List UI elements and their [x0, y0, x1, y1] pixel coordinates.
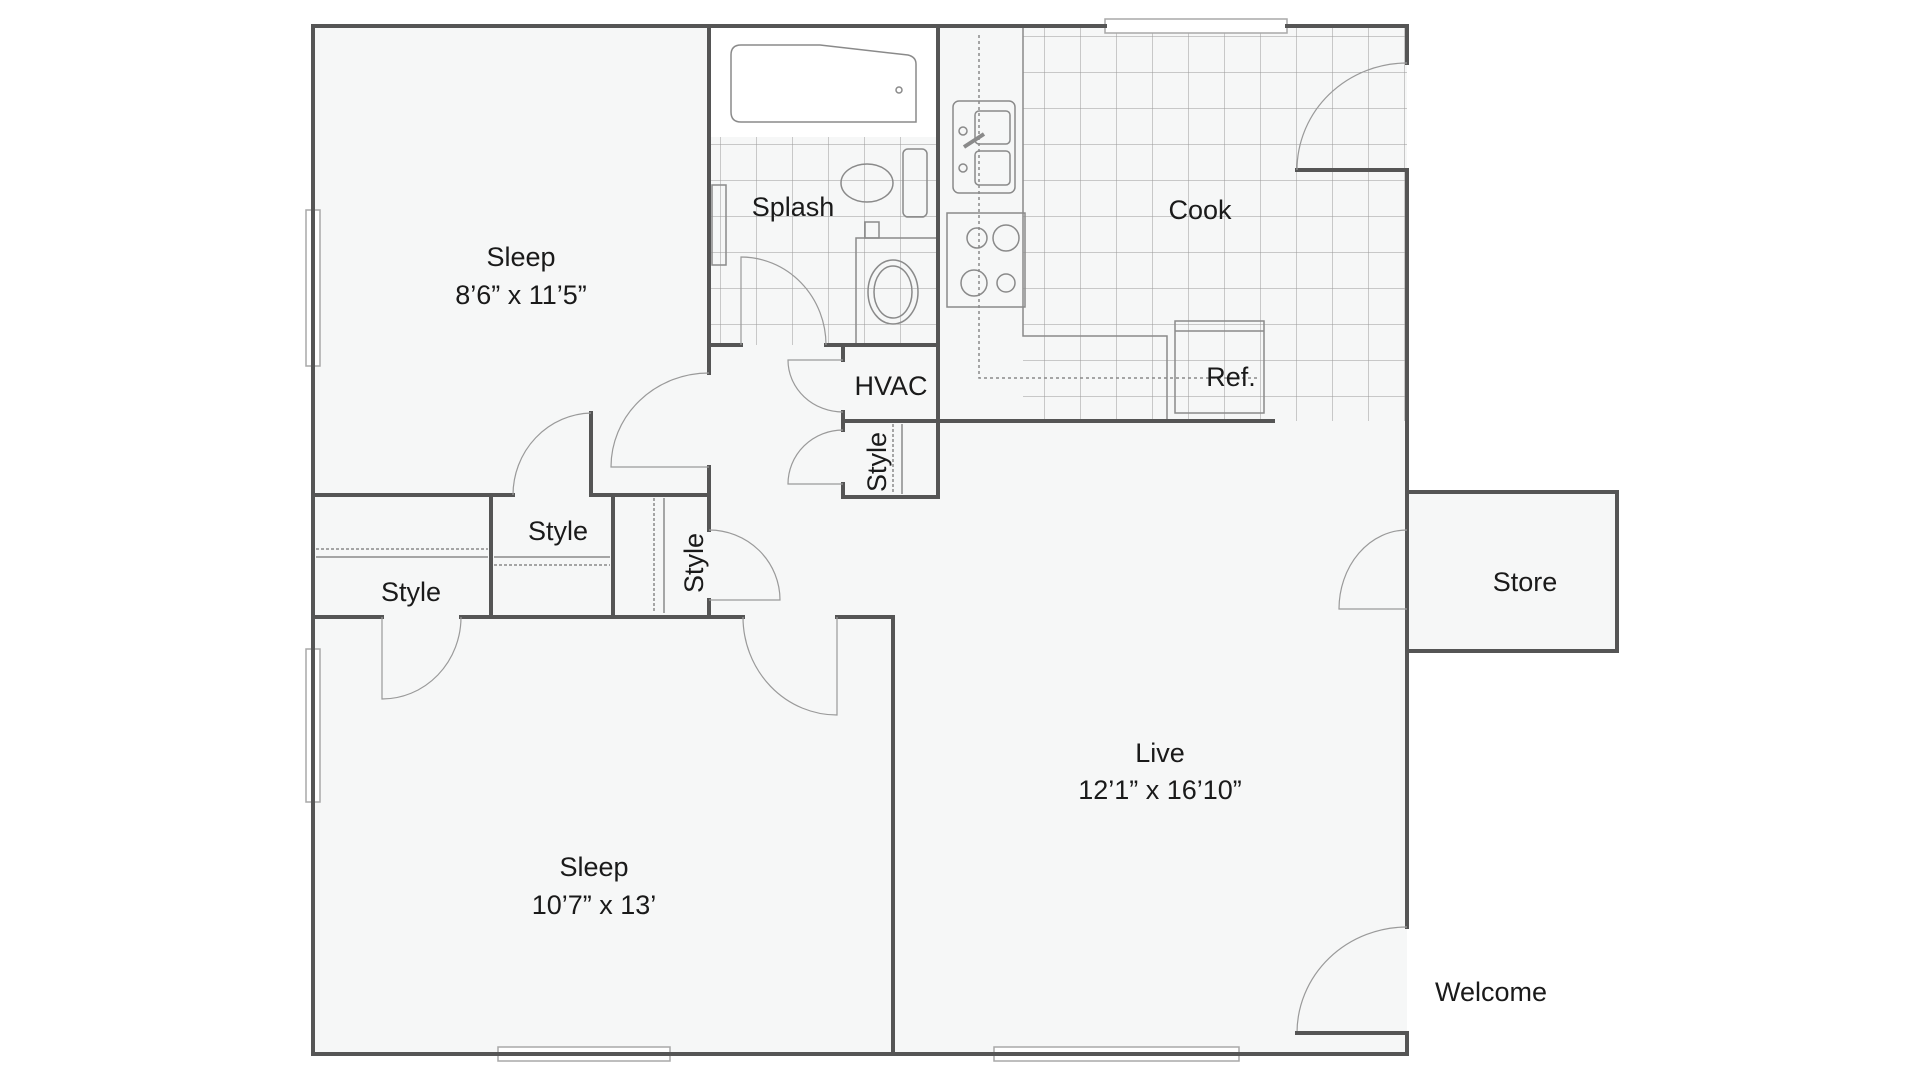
door-kitchen[interactable]: [1296, 62, 1408, 171]
bathroom-name: Splash: [752, 192, 835, 222]
bathroom-fixtures: [709, 26, 939, 346]
walls: [311, 24, 1409, 1056]
living-name: Live: [1135, 738, 1185, 768]
toilet-tank-icon: [902, 148, 928, 218]
door-closet-bedroom1[interactable]: [512, 412, 592, 496]
window-kitchen: [1104, 18, 1288, 34]
storage-walls: [1405, 490, 1619, 653]
living-dimensions: 12’1” x 16’10”: [1078, 775, 1242, 805]
bathtub-icon: [730, 44, 917, 123]
towel-bar-icon: [711, 184, 727, 266]
toilet-bowl-icon: [840, 163, 894, 203]
room-labels: Sleep 8’6” x 11’5” Sleep 10’7” x 13’ Liv…: [381, 192, 1557, 1007]
floor-fills: [313, 26, 1617, 1054]
door-entry[interactable]: [1296, 926, 1408, 1034]
bathroom-tile-floor: [709, 137, 938, 345]
door-storage[interactable]: [1338, 529, 1408, 610]
refrigerator-label: Ref.: [1206, 362, 1256, 392]
door-bedroom2[interactable]: [742, 616, 838, 716]
closet-a-name: Style: [528, 516, 588, 546]
refrigerator-icon: [1174, 320, 1265, 414]
door-closet-style[interactable]: [708, 529, 781, 601]
entry-label: Welcome: [1435, 977, 1547, 1007]
bedroom2-dimensions: 10’7” x 13’: [532, 890, 657, 920]
door-closet-hall[interactable]: [787, 429, 844, 485]
bedroom1-name: Sleep: [486, 242, 555, 272]
windows: [305, 18, 1288, 1062]
kitchen-tile-floor: [1023, 26, 1407, 421]
kitchen-name: Cook: [1168, 195, 1232, 225]
bedroom2-name: Sleep: [559, 852, 628, 882]
closet-c-name: Style: [679, 533, 709, 593]
door-closet-bedroom2[interactable]: [381, 616, 462, 700]
closet-d-name: Style: [862, 432, 892, 492]
door-bedroom1[interactable]: [610, 372, 710, 468]
storage-name: Store: [1493, 567, 1558, 597]
closet-b-name: Style: [381, 577, 441, 607]
door-bathroom[interactable]: [740, 256, 827, 346]
closet-shelves: [316, 424, 903, 613]
doors: [381, 62, 1408, 1034]
hvac-name: HVAC: [854, 371, 927, 401]
stove-icon: [946, 212, 1026, 308]
door-hvac[interactable]: [787, 359, 844, 413]
kitchen-sink-icon: [952, 100, 1016, 194]
storage-floor: [1407, 492, 1617, 651]
bedroom1-dimensions: 8’6” x 11’5”: [455, 280, 587, 310]
sink-icon: [867, 259, 919, 325]
